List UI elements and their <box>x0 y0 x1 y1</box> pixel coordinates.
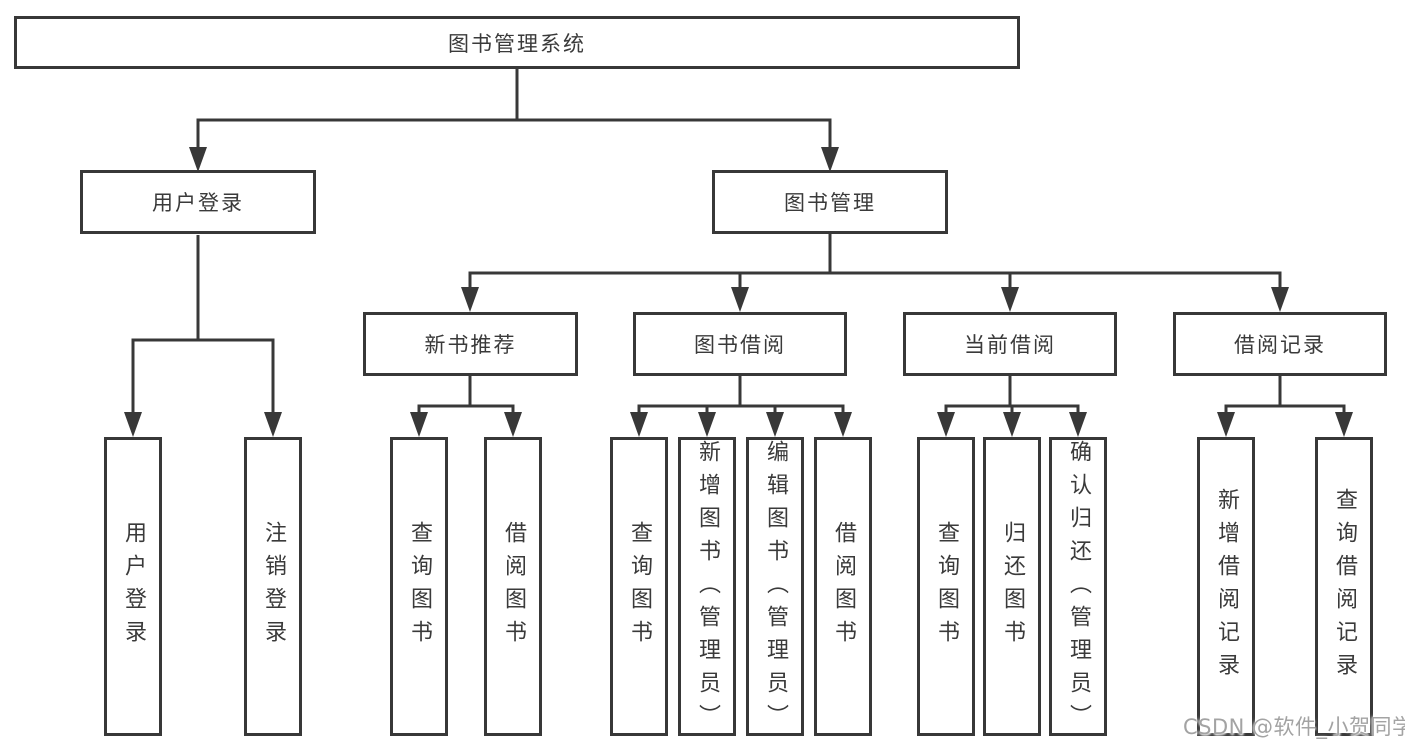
leaf-user-login-label: 用户登录 <box>121 520 146 653</box>
arrowhead-book-borrowing <box>731 287 749 312</box>
arrowhead-leaf-query-books-recommend <box>410 412 428 437</box>
node-library-system: 图书管理系统 <box>14 16 1020 69</box>
connector-current-children <box>944 376 1080 414</box>
node-book-management: 图书管理 <box>712 170 948 234</box>
leaf-return-books-label: 归还图书 <box>1000 520 1025 653</box>
connector-borrowing-children <box>637 376 845 414</box>
connector-recommendation-children <box>417 376 515 414</box>
leaf-logout: 注销登录 <box>244 437 302 736</box>
leaf-add-borrow-record: 新增借阅记录 <box>1197 437 1255 736</box>
leaf-add-borrow-record-label: 新增借阅记录 <box>1214 487 1239 686</box>
arrowhead-current-borrowing <box>1001 287 1019 312</box>
node-current-borrowing-label: 当前借阅 <box>964 333 1056 357</box>
node-library-system-label: 图书管理系统 <box>448 31 586 56</box>
arrowhead-leaf-add-borrow-record <box>1217 412 1235 437</box>
connector-book-management-children <box>468 233 1282 289</box>
leaf-query-borrow-record-label: 查询借阅记录 <box>1332 487 1357 686</box>
node-user-login-label: 用户登录 <box>152 191 244 215</box>
arrowhead-leaf-return-books <box>1003 412 1021 437</box>
leaf-borrow-books-borrowing-label: 借阅图书 <box>831 520 856 653</box>
leaf-query-books-recommend-label: 查询图书 <box>407 520 432 653</box>
connector-root-to-level2 <box>196 68 832 150</box>
leaf-add-books-admin: 新增图书（管理员） <box>678 437 736 736</box>
arrowhead-leaf-add-books <box>698 412 716 437</box>
leaf-user-login: 用户登录 <box>104 437 162 736</box>
arrowhead-leaf-user-login <box>124 412 142 437</box>
leaf-query-books-borrowing-label: 查询图书 <box>627 520 652 653</box>
arrowhead-leaf-borrow-books <box>834 412 852 437</box>
arrowhead-leaf-confirm-return <box>1069 412 1087 437</box>
arrowhead-leaf-query-borrow-record <box>1335 412 1353 437</box>
leaf-query-books-current-label: 查询图书 <box>934 520 959 653</box>
arrowhead-leaf-query-books-borrowing <box>630 412 648 437</box>
node-new-book-recommendation: 新书推荐 <box>363 312 578 376</box>
leaf-add-books-admin-label: 新增图书（管理员） <box>695 440 720 736</box>
node-borrowing-records-label: 借阅记录 <box>1234 333 1326 357</box>
node-borrowing-records: 借阅记录 <box>1173 312 1387 376</box>
leaf-query-books-current: 查询图书 <box>917 437 975 736</box>
arrowhead-new-book-recommendation <box>461 287 479 312</box>
arrowhead-leaf-borrow-books-recommend <box>504 412 522 437</box>
leaf-return-books: 归还图书 <box>983 437 1041 736</box>
arrowhead-book-management <box>821 147 839 172</box>
leaf-confirm-return-admin-label: 确认归还（管理员） <box>1066 440 1091 736</box>
node-book-borrowing: 图书借阅 <box>633 312 847 376</box>
arrowhead-leaf-query-books-current <box>937 412 955 437</box>
node-book-borrowing-label: 图书借阅 <box>694 333 786 357</box>
arrowhead-leaf-logout <box>264 412 282 437</box>
node-current-borrowing: 当前借阅 <box>903 312 1117 376</box>
node-book-management-label: 图书管理 <box>784 191 876 215</box>
arrowhead-leaf-edit-books <box>766 412 784 437</box>
leaf-edit-books-admin-label: 编辑图书（管理员） <box>763 440 788 736</box>
arrowhead-borrowing-records <box>1271 287 1289 312</box>
leaf-query-borrow-record: 查询借阅记录 <box>1315 437 1373 736</box>
node-new-book-recommendation-label: 新书推荐 <box>424 333 517 357</box>
leaf-borrow-books-recommend: 借阅图书 <box>484 437 542 736</box>
leaf-borrow-books-recommend-label: 借阅图书 <box>501 520 526 653</box>
leaf-query-books-borrowing: 查询图书 <box>610 437 668 736</box>
leaf-edit-books-admin: 编辑图书（管理员） <box>746 437 804 736</box>
connector-user-login-children <box>131 235 275 414</box>
leaf-query-books-recommend: 查询图书 <box>390 437 448 736</box>
csdn-watermark: CSDN @软件_小贺同学 <box>1183 715 1405 739</box>
leaf-borrow-books-borrowing: 借阅图书 <box>814 437 872 736</box>
arrowhead-user-login <box>189 147 207 172</box>
node-user-login: 用户登录 <box>80 170 316 234</box>
leaf-confirm-return-admin: 确认归还（管理员） <box>1049 437 1107 736</box>
connector-records-children <box>1224 376 1346 414</box>
leaf-logout-label: 注销登录 <box>261 520 286 653</box>
